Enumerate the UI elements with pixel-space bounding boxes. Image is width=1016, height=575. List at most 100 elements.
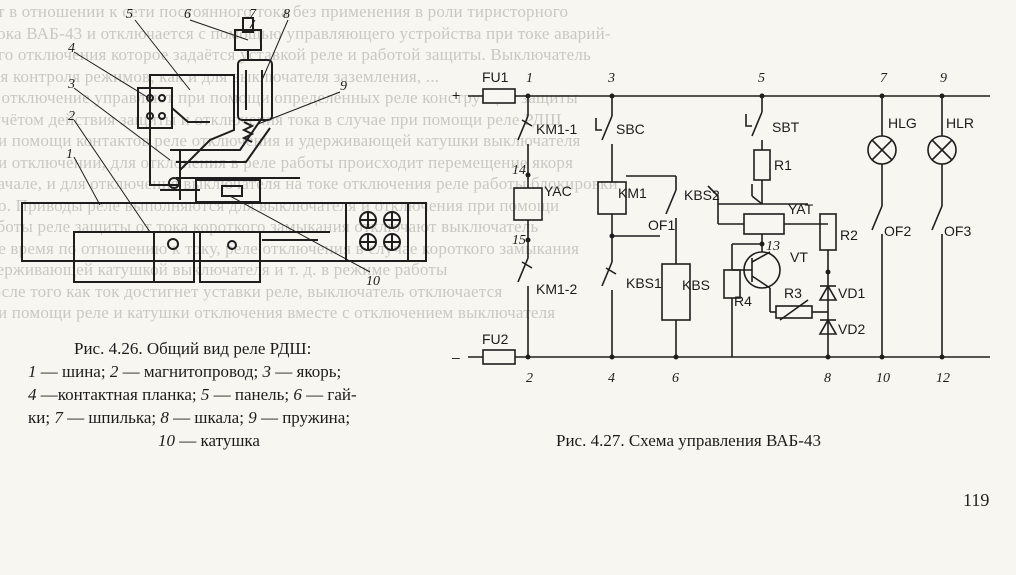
- node-4: 4: [608, 371, 615, 386]
- callout-2: 2: [68, 109, 75, 124]
- label-r4: R4: [734, 293, 752, 309]
- bleed-through-line: на отключение управляют при помощи опред…: [0, 88, 578, 107]
- node-14: 14: [512, 163, 526, 178]
- label-yac: YAC: [544, 183, 572, 199]
- bleed-through-line: вначале, и для отключения выключателя на…: [0, 174, 618, 193]
- contact-km1-2: [517, 257, 529, 357]
- legend-line: 10 — катушка: [28, 429, 448, 452]
- diode-vd1: [818, 284, 838, 301]
- callout-8: 8: [283, 7, 290, 22]
- label-sbt: SBT: [772, 119, 800, 135]
- contact-of2: [871, 205, 883, 357]
- node-6: 6: [672, 371, 679, 386]
- resistor-r3: [775, 305, 813, 319]
- diode-vd2: [818, 318, 838, 335]
- label-vd1: VD1: [838, 285, 865, 301]
- callout-5: 5: [126, 7, 133, 22]
- label-r3: R3: [784, 285, 802, 301]
- label-km1-1: KM1-1: [536, 121, 577, 137]
- label-km1-2: KM1-2: [536, 281, 577, 297]
- legend-number: 3: [262, 362, 272, 381]
- minus-sign: –: [452, 349, 460, 365]
- plus-sign: +: [452, 87, 460, 103]
- node-15: 15: [512, 233, 526, 248]
- button-sbt: [751, 111, 763, 150]
- bleed-through-line: оно. Приводы реле выполняются для выключ…: [0, 195, 560, 215]
- label-vt: VT: [790, 249, 808, 265]
- node-7: 7: [880, 71, 888, 86]
- bleed-through-line: После того как ток достигнет уставки рел…: [0, 281, 503, 301]
- fuse-fu2: [482, 349, 516, 365]
- label-yat: YAT: [788, 201, 814, 217]
- node-1: 1: [526, 71, 533, 86]
- legend-line: ки; 7 — шпилька; 8 — шкала; 9 — пружина;: [28, 406, 448, 429]
- legend-text: — шина;: [36, 362, 110, 381]
- coil-yac: [513, 187, 543, 221]
- circuit-labels: + – FU1 FU2 1 3 5 7 9 2 4 6 8 10 12 14 1…: [452, 69, 974, 386]
- legend-number: 10: [158, 431, 175, 450]
- figure-4-26-title: Рис. 4.26. Общий вид реле РДШ:: [74, 339, 312, 358]
- label-km1: KM1: [618, 185, 647, 201]
- bleed-through-line: блока ВАБ-43 и отключается с помощью упр…: [0, 23, 611, 43]
- label-sbc: SBC: [616, 121, 645, 137]
- node-10: 10: [876, 371, 890, 386]
- callout-leaders: [73, 19, 371, 273]
- label-kbs2: KBS2: [684, 187, 720, 203]
- label-hlg: HLG: [888, 115, 917, 131]
- node-3: 3: [607, 71, 615, 86]
- contact-of3: [931, 205, 943, 357]
- figure-4-26-legend: 1 — шина; 2 — магнитопровод; 3 — якорь;4…: [28, 360, 448, 452]
- page-number: 119: [963, 490, 990, 510]
- legend-line: 1 — шина; 2 — магнитопровод; 3 — якорь;: [28, 360, 448, 383]
- label-vd2: VD2: [838, 321, 865, 337]
- label-of3: OF3: [944, 223, 971, 239]
- legend-text: — катушка: [175, 431, 260, 450]
- callout-9: 9: [340, 79, 347, 94]
- junction-dots: [525, 93, 945, 360]
- legend-text: — магнитопровод;: [118, 362, 263, 381]
- bleed-through-line: ного отключения которое задаётся уставко…: [0, 45, 592, 64]
- callout-4: 4: [68, 41, 75, 56]
- node-8: 8: [824, 371, 831, 386]
- button-sbc: [601, 115, 613, 182]
- bleed-through-line: удерживающей катушкой выключателя и т. д…: [0, 260, 448, 279]
- legend-text: — шпилька;: [62, 408, 161, 427]
- node-9: 9: [940, 71, 947, 86]
- bleed-through-line: нет в отношении к сети постоянного тока …: [0, 2, 569, 21]
- nuts: [242, 17, 254, 33]
- bleed-through-line: с учётом действия защиты и отключения то…: [0, 109, 562, 129]
- legend-number: 9: [248, 408, 257, 427]
- spring: [241, 121, 255, 143]
- callout-numbers: 5 6 7 8 9 4 3 2 1 10: [66, 7, 380, 289]
- legend-number: 8: [160, 408, 169, 427]
- magnetic-core: [73, 231, 195, 283]
- label-hlr: HLR: [946, 115, 974, 131]
- legend-text: — якорь;: [271, 362, 342, 381]
- legend-line: 4 —контактная планка; 5 — панель; 6 — га…: [28, 383, 448, 406]
- label-fu2: FU2: [482, 331, 509, 347]
- label-of1: OF1: [648, 217, 675, 233]
- node-12: 12: [936, 371, 950, 386]
- node-5: 5: [758, 71, 765, 86]
- coil-yat: [743, 213, 785, 235]
- resistor-r1: [753, 149, 771, 181]
- contact-kbs1: [601, 261, 613, 357]
- circuit-wiring: [468, 88, 990, 365]
- legend-number: 6: [293, 385, 302, 404]
- contact-kbs2: [707, 185, 719, 204]
- label-r2: R2: [840, 227, 858, 243]
- callout-1: 1: [66, 147, 73, 162]
- label-kbs1: KBS1: [626, 275, 662, 291]
- bleed-through-line: при помощи реле и катушки отключения вме…: [0, 303, 556, 322]
- callout-7: 7: [249, 7, 257, 22]
- contact-of1: [665, 189, 677, 232]
- callout-3: 3: [67, 77, 75, 92]
- resistor-r2: [819, 213, 837, 251]
- scale: [237, 59, 273, 121]
- bleed-through-line: ное время по отношению к току, реле откл…: [0, 238, 580, 258]
- legend-number: 1: [28, 362, 37, 381]
- label-kbs: KBS: [682, 277, 710, 293]
- callout-6: 6: [184, 7, 191, 22]
